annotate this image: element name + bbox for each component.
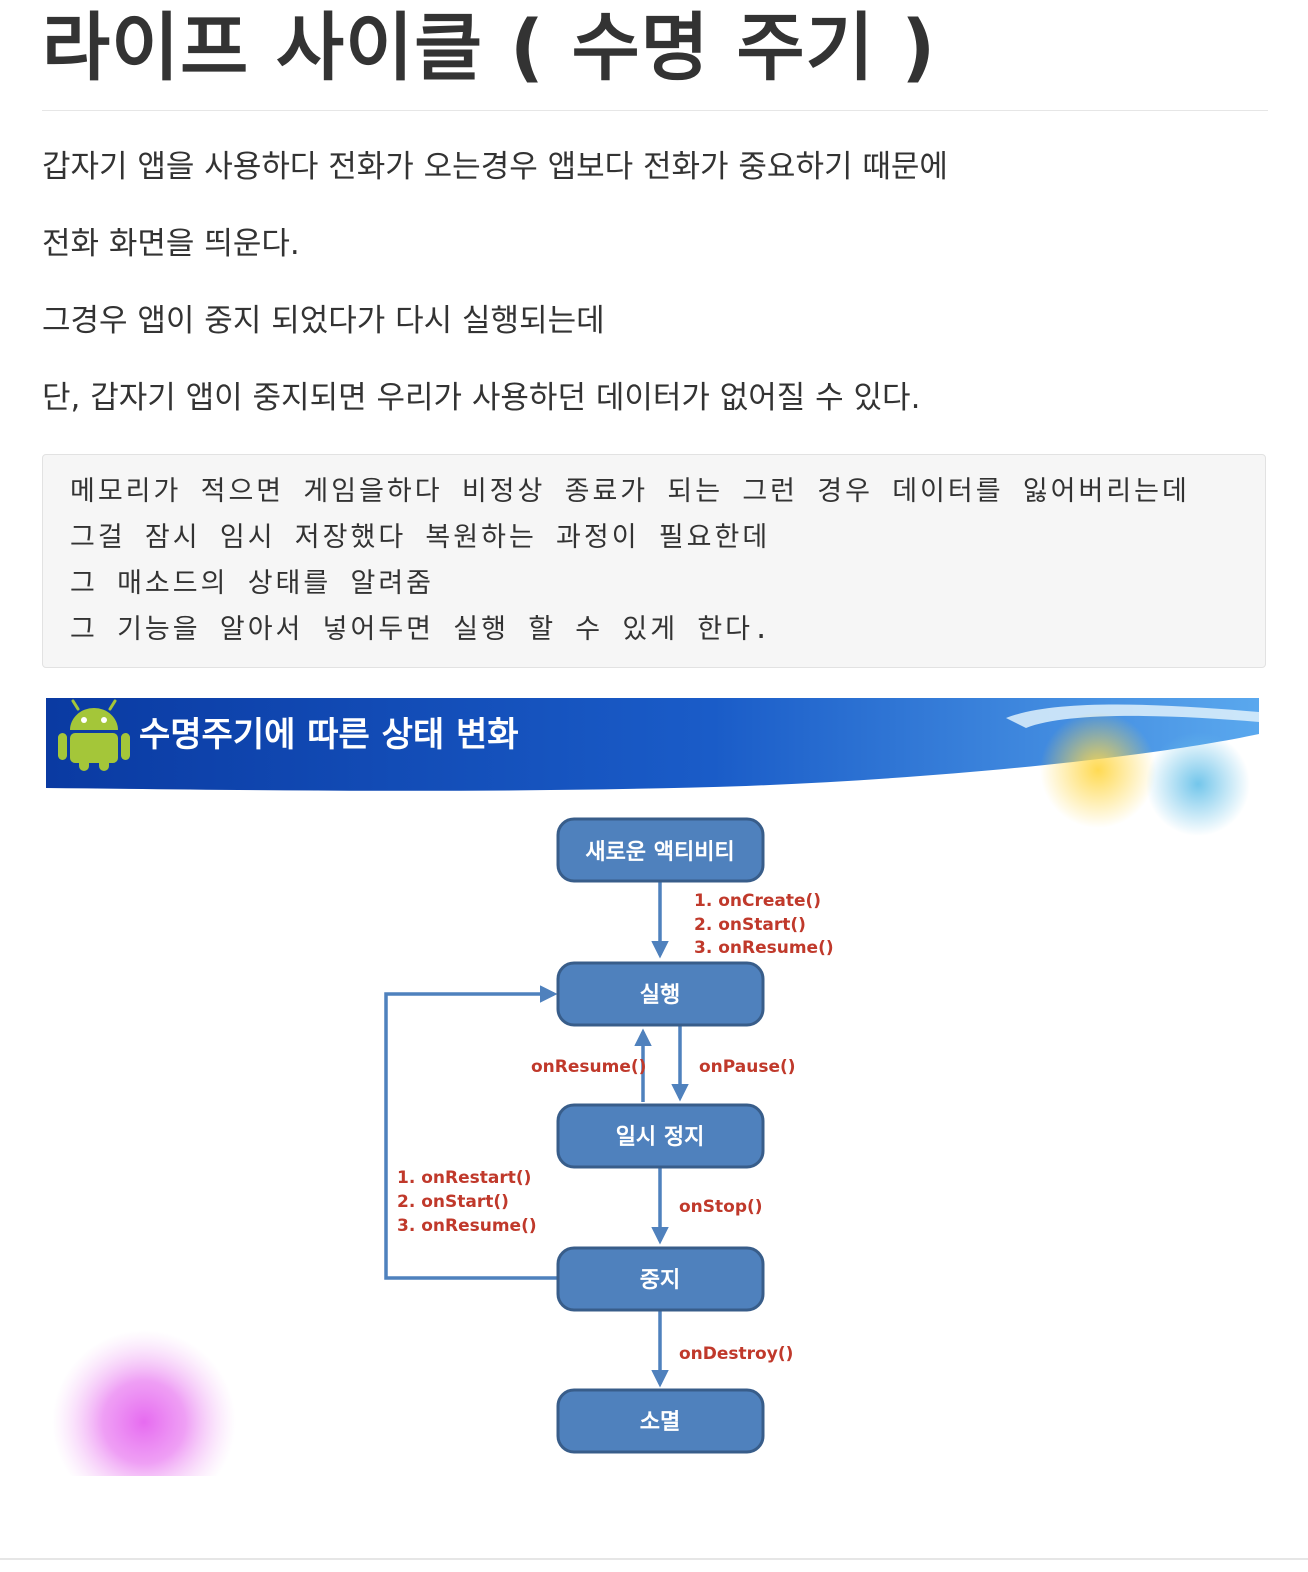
code-line-1: 메모리가 적으면 게임을하다 비정상 종료가 되는 그런 경우 데이터를 잃어버… (70, 476, 1190, 507)
on-stop-label: onStop() (679, 1197, 763, 1217)
lifecycle-diagram-svg: 수명주기에 따른 상태 변화 새로운 액티비티 실행 일시 정지 (46, 698, 1259, 1476)
create-step-2: 2. onStart() (694, 915, 806, 935)
on-pause-label: onPause() (699, 1057, 796, 1077)
paragraph-1: 갑자기 앱을 사용하다 전화가 오는경우 앱보다 전화가 중요하기 때문에 (42, 149, 948, 185)
state-running: 실행 (556, 961, 765, 1027)
create-step-3: 3. onResume() (694, 938, 834, 958)
on-destroy-label: onDestroy() (679, 1344, 793, 1364)
page-title: 라이프 사이클 ( 수명 주기 ) (42, 5, 937, 91)
state-running-label: 실행 (640, 983, 680, 1008)
on-resume-label: onResume() (531, 1057, 646, 1077)
state-destroyed: 소멸 (556, 1388, 765, 1454)
state-new: 새로운 액티비티 (556, 817, 765, 883)
lifecycle-diagram-image: 수명주기에 따른 상태 변화 새로운 액티비티 실행 일시 정지 (46, 698, 1259, 1476)
state-paused: 일시 정지 (556, 1103, 765, 1169)
paragraph-3: 그경우 앱이 중지 되었다가 다시 실행되는데 (42, 303, 605, 339)
diagram-banner: 수명주기에 따른 상태 변화 (46, 698, 1259, 836)
state-paused-label: 일시 정지 (616, 1125, 705, 1150)
pink-glow-decoration (52, 1330, 236, 1476)
code-line-3: 그 매소드의 상태를 알려줌 (70, 568, 435, 599)
restart-step-3: 3. onResume() (397, 1216, 537, 1236)
restart-step-2: 2. onStart() (397, 1192, 509, 1212)
state-stopped-label: 중지 (640, 1268, 680, 1293)
restart-step-1: 1. onRestart() (397, 1168, 531, 1188)
create-step-1: 1. onCreate() (694, 891, 821, 911)
code-line-2: 그걸 잠시 임시 저장했다 복원하는 과정이 필요한데 (70, 522, 771, 553)
transition-arrows (384, 881, 689, 1388)
state-destroyed-label: 소멸 (640, 1410, 680, 1435)
title-divider (42, 110, 1268, 111)
code-block: 메모리가 적으면 게임을하다 비정상 종료가 되는 그런 경우 데이터를 잃어버… (42, 454, 1266, 668)
state-new-label: 새로운 액티비티 (585, 840, 734, 865)
code-line-4: 그 기능을 알아서 넣어두면 실행 할 수 있게 한다. (70, 614, 773, 645)
footer-divider (0, 1558, 1308, 1560)
state-stopped: 중지 (556, 1246, 765, 1312)
banner-title: 수명주기에 따른 상태 변화 (139, 715, 519, 755)
paragraph-4: 단, 갑자기 앱이 중지되면 우리가 사용하던 데이터가 없어질 수 있다. (42, 380, 921, 416)
android-robot-icon (58, 699, 130, 771)
paragraph-2: 전화 화면을 띄운다. (42, 226, 300, 262)
